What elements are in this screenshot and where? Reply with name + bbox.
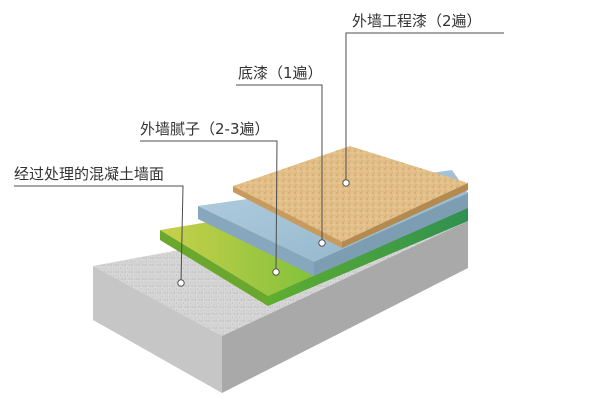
primer-front	[198, 206, 314, 276]
putty-marker	[272, 268, 280, 276]
putty-label: 外墙腻子（2-3遍）	[140, 120, 270, 138]
primer-marker	[318, 239, 326, 247]
concrete-label: 经过处理的混凝土墙面	[14, 165, 164, 183]
topcoat-marker	[342, 179, 350, 187]
concrete-side	[222, 221, 468, 393]
concrete-marker	[177, 279, 185, 287]
primer-leader	[236, 84, 323, 243]
topcoat-layer	[233, 146, 468, 248]
concrete-front	[93, 266, 222, 393]
putty-side	[268, 207, 468, 306]
primer-label: 底漆（1遍）	[238, 64, 323, 82]
primer-side	[314, 193, 468, 276]
topcoat-label: 外墙工程漆（2遍）	[352, 12, 482, 30]
putty-leader	[140, 140, 278, 273]
topcoat-side	[342, 183, 468, 248]
topcoat-front	[233, 186, 342, 248]
concrete-leader	[14, 185, 184, 284]
topcoat-leader	[345, 32, 504, 183]
topcoat-top	[233, 146, 468, 242]
putty-front	[160, 230, 268, 306]
